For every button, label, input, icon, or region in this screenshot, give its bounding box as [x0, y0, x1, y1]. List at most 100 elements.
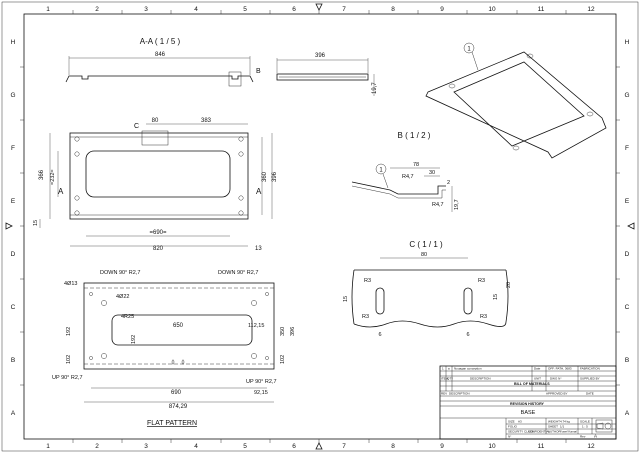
dim-846: 846 [155, 52, 166, 58]
dim-15-c-right: 15 [493, 294, 499, 300]
svg-text:REVISION HISTORY: REVISION HISTORY [510, 402, 545, 406]
grid-col-label: 4 [194, 443, 198, 450]
dim-112: 112,15 [248, 323, 264, 329]
svg-text:SHEET: SHEET [548, 425, 558, 429]
grid-row-label: B [625, 357, 629, 364]
svg-text:Date: Date [534, 367, 541, 371]
dim-690-flat: 690 [171, 390, 182, 396]
dim-350: 350 [280, 327, 286, 336]
detail-c-title: C ( 1 / 1 ) [409, 240, 443, 249]
svg-text:1 : 5: 1 : 5 [582, 425, 588, 429]
balloon-1-detail [375, 163, 387, 175]
grid-row-label: H [11, 39, 16, 46]
dim-15: 15 [33, 220, 39, 226]
bend-label: DOWN 90° R2,7 [218, 270, 258, 276]
grid-row-label: A [625, 410, 630, 417]
dim-92: 92,15 [254, 390, 268, 396]
grid-row-label: D [11, 251, 16, 258]
dim-874: 874,29 [169, 404, 188, 410]
grid-col-label: 10 [488, 443, 496, 450]
svg-text:REV: REV [441, 392, 447, 396]
grid-col-label: 9 [440, 443, 444, 450]
svg-text:QTY: QTY [447, 377, 453, 381]
svg-text:Nouagan conception: Nouagan conception [454, 367, 482, 371]
grid-col-label: 8 [391, 6, 395, 13]
flat-pattern-title: FLAT PATTERN [147, 420, 197, 427]
centering-marks [5, 3, 635, 450]
dim-396-flat: 396 [290, 327, 296, 336]
section-aa-view: A-A ( 1 / 5 ) B 846 [65, 37, 261, 87]
grid-row-labels: H G F E D C B A H G F E D C B A [10, 39, 629, 417]
svg-text:WEIGHT: WEIGHT [548, 420, 560, 424]
balloon-1-detail-label: 1 [379, 168, 383, 174]
hole-13-label: 4Ø13 [64, 281, 77, 287]
svg-text:FABRICATION: FABRICATION [580, 367, 600, 371]
svg-text:a: a [448, 367, 450, 371]
detail-b-label: B [256, 68, 261, 75]
dim-6-left: 6 [378, 332, 381, 338]
grid-col-label: 7 [342, 443, 346, 450]
radius-r3: R3 [478, 278, 485, 284]
side-view: 396 19,7 [276, 53, 378, 96]
svg-text:SECURITY CLASS: SECURITY CLASS [508, 430, 534, 434]
radius-top: R4,7 [402, 174, 414, 180]
grid-col-label: 11 [538, 6, 545, 13]
grid-col-label: 7 [342, 6, 346, 13]
dim-15-c-left: 15 [343, 296, 349, 302]
radius-bottom: R4,7 [432, 202, 444, 208]
grid-col-label: 3 [144, 443, 148, 450]
grid-row-label: D [625, 251, 630, 258]
dim-19-7: 19,7 [372, 82, 378, 94]
slot-right [463, 287, 473, 315]
grid-row-label: C [11, 304, 16, 311]
grid-col-label: 2 [95, 443, 99, 450]
grid-row-label: E [625, 198, 630, 205]
projection-symbol-icon [604, 422, 612, 430]
svg-text:DATE: DATE [586, 392, 594, 396]
dim-396-front: 396 [272, 171, 278, 182]
grid-col-label: 4 [194, 6, 198, 13]
bend-label: UP 90° R2,7 [52, 375, 83, 381]
svg-text:CONFIDENTIAL: CONFIDENTIAL [528, 430, 550, 434]
title-block: 1 a Nouagan conception Date OFF: PATH, 3… [439, 365, 617, 440]
grid-col-label: 5 [243, 6, 247, 13]
svg-text:BILL OF MATERIALS: BILL OF MATERIALS [514, 382, 550, 386]
dim-30: 30 [429, 170, 435, 176]
grid-col-label: 2 [95, 6, 99, 13]
detail-b-title: B ( 1 / 2 ) [398, 131, 431, 140]
radius-r3: R3 [364, 278, 371, 284]
dim-192-left: 192 [66, 327, 72, 336]
title-block-text: 1 a Nouagan conception Date OFF: PATH, 3… [441, 367, 600, 439]
section-mark-right: A [256, 187, 262, 196]
svg-text:OFF: PATH, 3683: OFF: PATH, 3683 [548, 367, 572, 371]
isometric-view: 1 [425, 42, 607, 159]
radius-25-label: 4R25 [121, 314, 134, 320]
dim-690: =690= [149, 230, 167, 236]
svg-text:ITEM: ITEM [441, 377, 449, 381]
balloon-1 [463, 42, 475, 54]
dim-20: 20 [506, 282, 512, 288]
svg-text:N°: N° [508, 435, 512, 439]
svg-text:Rev: Rev [580, 435, 586, 439]
grid-row-label: C [625, 304, 630, 311]
grid-row-label: E [11, 198, 16, 205]
dim-366: 366 [39, 169, 45, 180]
svg-text:AUTHOR: AUTHOR [548, 430, 562, 434]
dim-383: 383 [201, 118, 212, 124]
dim-102-right: 102 [280, 355, 286, 364]
grid-row-label: A [11, 410, 16, 417]
svg-text:1/1: 1/1 [560, 425, 565, 429]
radius-r3: R3 [480, 314, 487, 320]
radius-r3: R3 [362, 314, 369, 320]
grid-ticks [20, 10, 620, 443]
svg-text:Yusef Kamal: Yusef Kamal [560, 430, 577, 434]
svg-text:1: 1 [442, 367, 444, 371]
grid-col-label: 11 [538, 443, 545, 450]
bend-label: DOWN 90° R2,7 [100, 270, 140, 276]
detail-b-view: B ( 1 / 2 ) 78 30 2 R4,7 R4,7 19,7 1 [351, 131, 460, 212]
grid-col-label: 12 [587, 6, 595, 13]
svg-text:DESCRIPTION: DESCRIPTION [449, 392, 470, 396]
dim-192-mid: 192 [131, 335, 137, 344]
detail-c-label: C [134, 123, 139, 130]
